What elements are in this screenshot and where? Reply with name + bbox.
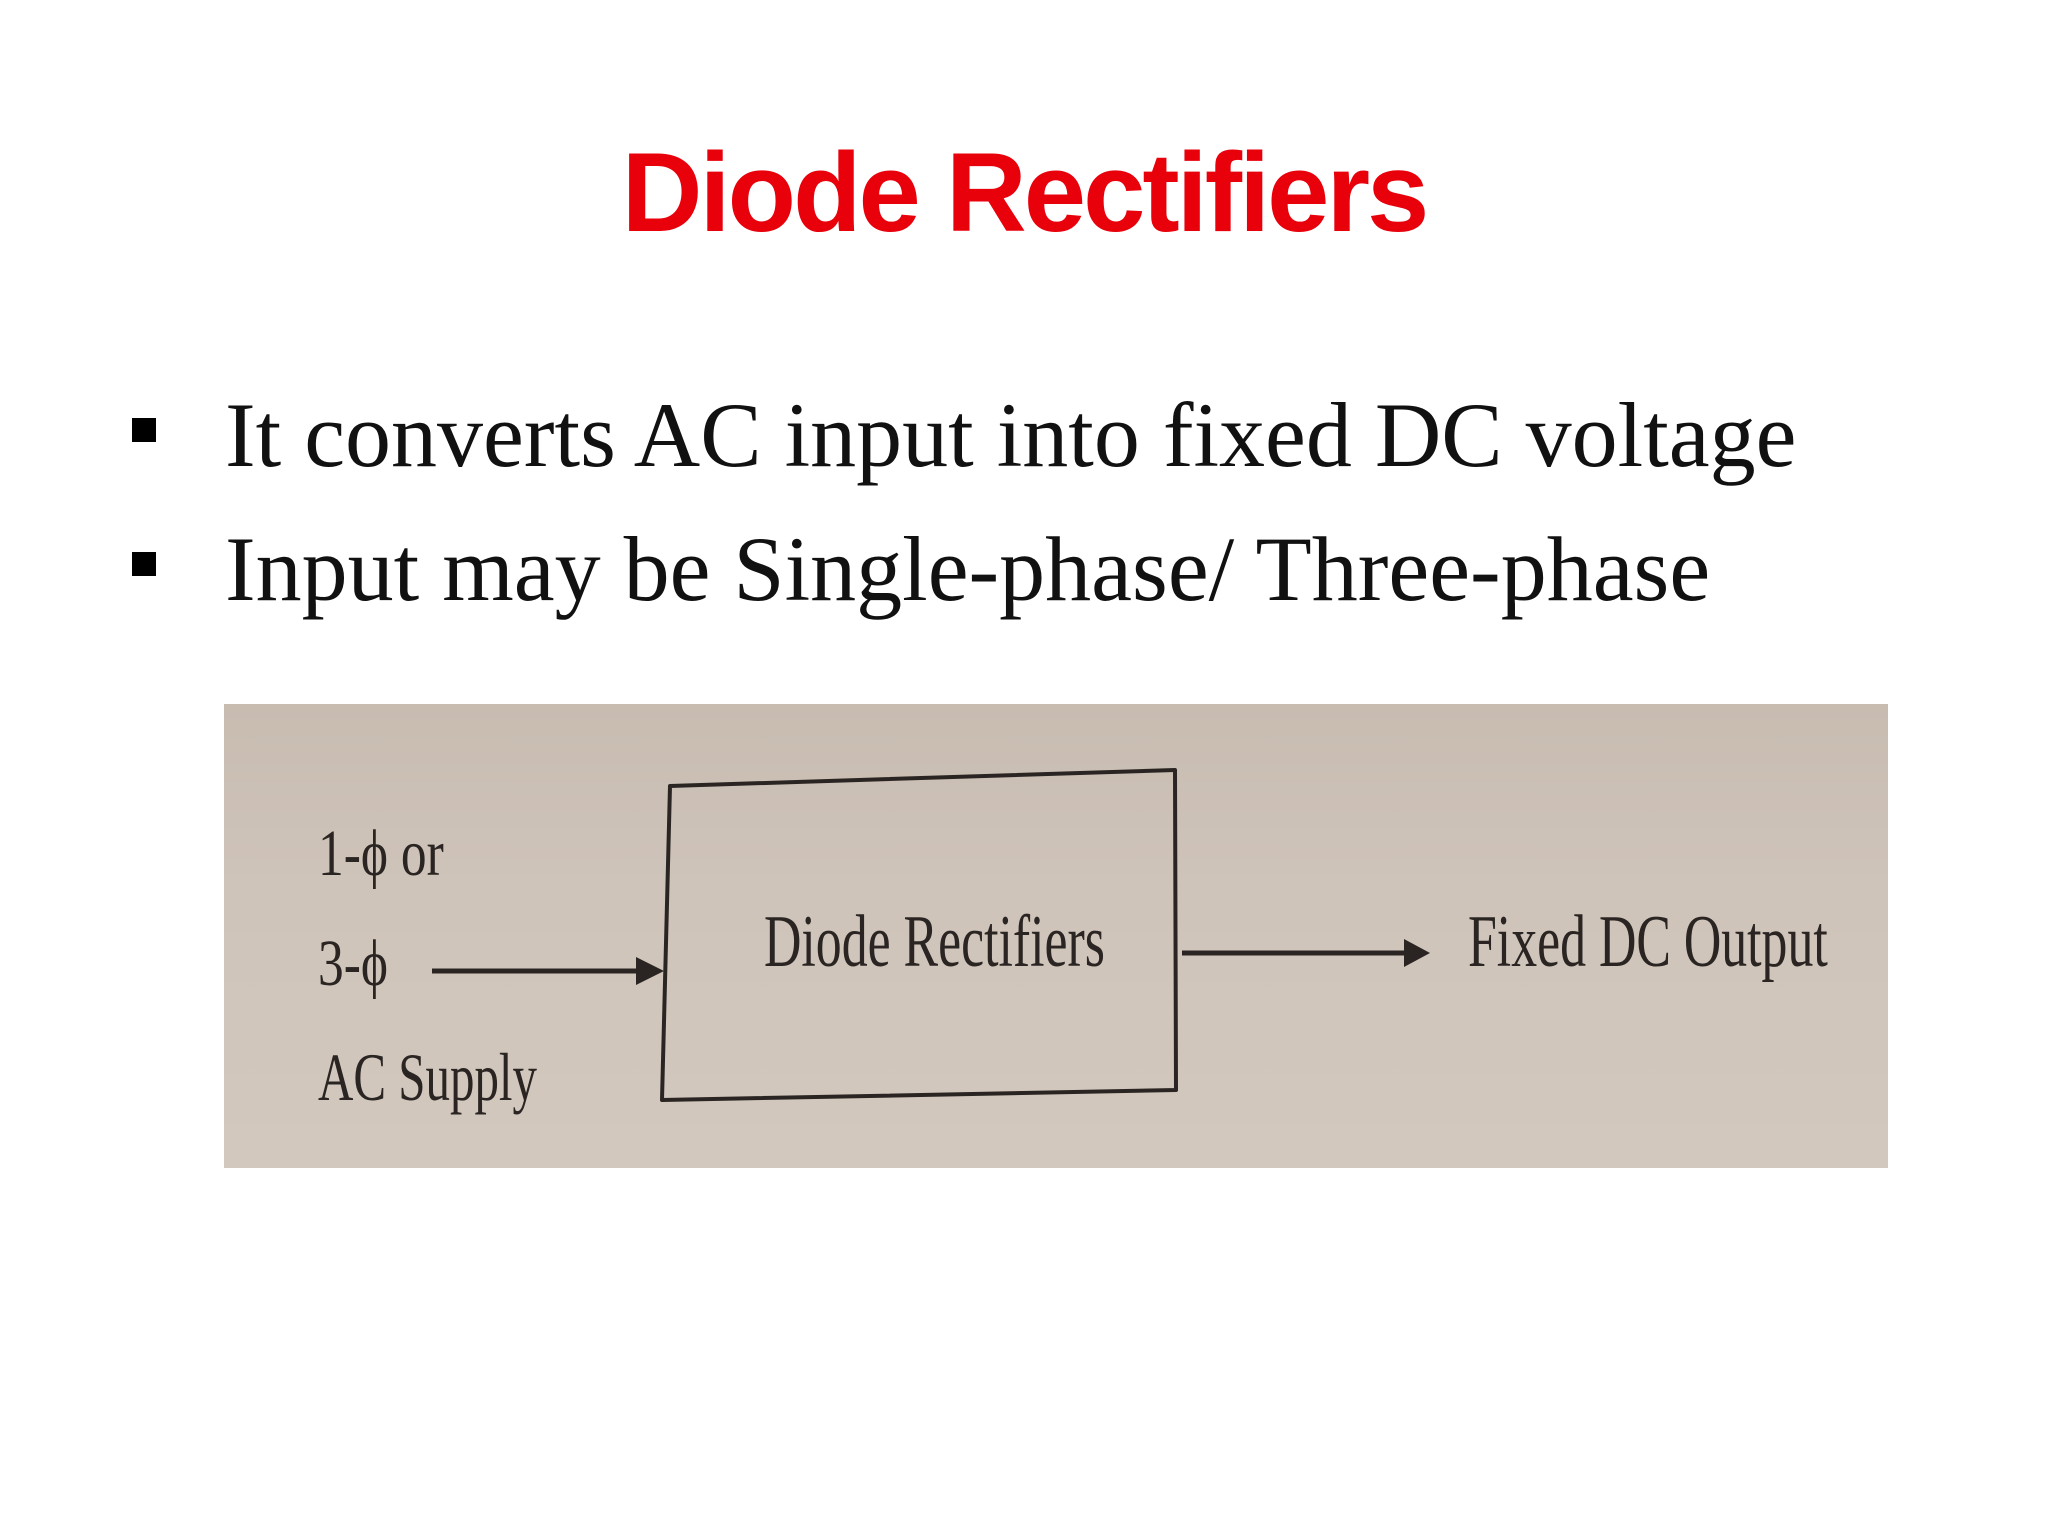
input-arrow-head — [636, 957, 664, 985]
block-label: Diode Rectifiers — [764, 901, 1105, 983]
diagram-drawing — [432, 768, 1430, 1102]
input-label-phase1: 1-ϕ or — [318, 817, 444, 890]
bullet-text: It converts AC input into fixed DC volta… — [225, 384, 1797, 486]
bullet-text: Input may be Single-phase/ Three-phase — [225, 518, 1711, 620]
block-diagram: 1-ϕ or 3-ϕ AC Supply Diode Rectifiers Fi… — [224, 704, 1888, 1168]
output-arrow-head — [1404, 939, 1430, 967]
square-bullet-icon — [132, 552, 156, 576]
square-bullet-icon — [132, 418, 156, 442]
rectifier-block — [660, 768, 1178, 1102]
input-label-ac-supply: AC Supply — [318, 1039, 538, 1115]
input-label-phase3: 3-ϕ — [318, 927, 388, 1000]
slide-title: Diode Rectifiers — [621, 130, 1430, 255]
output-label: Fixed DC Output — [1468, 901, 1828, 983]
